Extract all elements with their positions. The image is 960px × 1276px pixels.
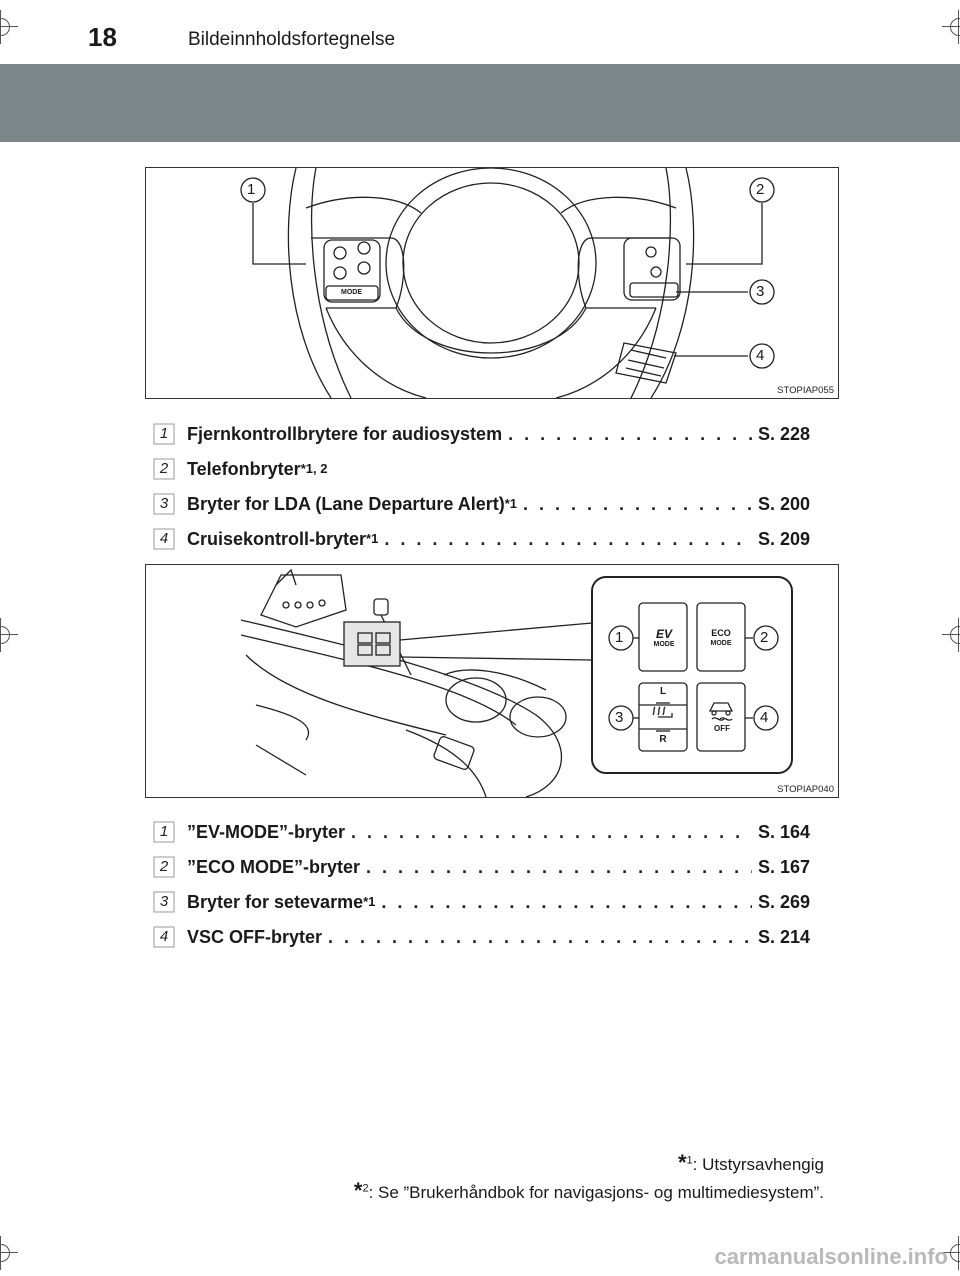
item-label: Bryter for setevarme [187,892,364,912]
item-list-2: 1 ”EV-MODE”-bryter S. 164 2 ”ECO MODE”-br… [150,820,810,960]
item-number-icon: 3 [153,493,177,517]
callout-1: 1 [247,181,256,198]
header-band [0,64,960,142]
page-reference: S. 167 [757,857,810,877]
page-reference: S. 164 [757,822,810,842]
callout-2: 2 [760,629,769,646]
footnote-1: *1: Utstyrsavhengig [677,1150,824,1175]
item-number-icon: 2 [153,458,177,482]
item-number-icon: 1 [153,423,177,447]
item-list-1: 1 Fjernkontrollbrytere for audiosystemS.… [150,422,810,562]
item-label: VSC OFF-bryter [187,927,323,947]
watermark: carmanualsonline.info [714,1244,949,1269]
section-title: Bildeinnholdsfortegnelse [188,29,396,50]
item-label: Cruisekontroll-bryter [187,529,367,549]
ev-button-label: EV [655,627,672,641]
callout-4: 4 [760,709,769,726]
figure-code: STOPIAP055 [777,385,834,396]
item-label: Bryter for LDA (Lane Departure Alert) [187,494,505,514]
page-reference: S. 228 [757,424,810,444]
item-number-icon: 1 [153,821,177,845]
page-number: 18 [88,22,117,52]
list-item: 3 Bryter for LDA (Lane Departure Alert)*… [150,492,810,527]
list-item: 4 Cruisekontroll-bryter*1S. 209 [150,527,810,562]
callout-3: 3 [615,709,624,726]
registration-mark-icon [0,618,18,652]
list-item: 4 VSC OFF-bryter S. 214 [150,925,810,960]
eco-button-label: ECO [711,628,731,638]
item-number-icon: 4 [153,528,177,552]
item-label: Telefonbryter [187,459,301,479]
registration-mark-icon [942,618,960,652]
registration-mark-icon [0,10,18,44]
callout-2: 2 [756,181,765,198]
footnote-2: *2: Se ”Brukerhåndbok for navigasjons- o… [353,1178,824,1203]
callout-4: 4 [756,347,765,364]
eco-mode-label: MODE [710,640,732,647]
figure-code: STOPIAP040 [777,784,834,795]
registration-mark-icon [942,1236,960,1270]
callout-3: 3 [756,283,765,300]
item-number-icon: 4 [153,926,177,950]
page-reference: S. 214 [757,927,810,947]
mode-button-label: MODE [341,289,362,296]
seat-heater-left-label: L [659,686,667,697]
item-number-icon: 2 [153,856,177,880]
list-item: 2 Telefonbryter*1, 2 [150,457,810,492]
page-reference: S. 200 [757,494,810,514]
center-console-figure: EV MODE ECO MODE L R OFF 1 2 3 4 STOPIAP… [145,564,839,798]
registration-mark-icon [942,10,960,44]
list-item: 2 ”ECO MODE”-bryter S. 167 [150,855,810,890]
page-reference: S. 209 [757,529,810,549]
ev-mode-label: MODE [653,641,675,648]
list-item: 1 Fjernkontrollbrytere for audiosystem S.… [150,422,810,457]
list-item: 1 ”EV-MODE”-bryter S. 164 [150,820,810,855]
steering-wheel-figure: MODE 1 2 3 4 STOPIAP055 [145,167,839,399]
list-item: 3 Bryter for setevarme*1S. 269 [150,890,810,925]
item-label: ”ECO MODE”-bryter [187,857,361,877]
callout-1: 1 [615,629,624,646]
item-number-icon: 3 [153,891,177,915]
seat-heater-right-label: R [659,734,667,745]
page-reference: S. 269 [757,892,810,912]
item-label: Fjernkontrollbrytere for audiosystem [187,424,503,444]
vsc-off-label: OFF [714,724,730,733]
item-label: ”EV-MODE”-bryter [187,822,346,842]
registration-mark-icon [0,1236,18,1270]
